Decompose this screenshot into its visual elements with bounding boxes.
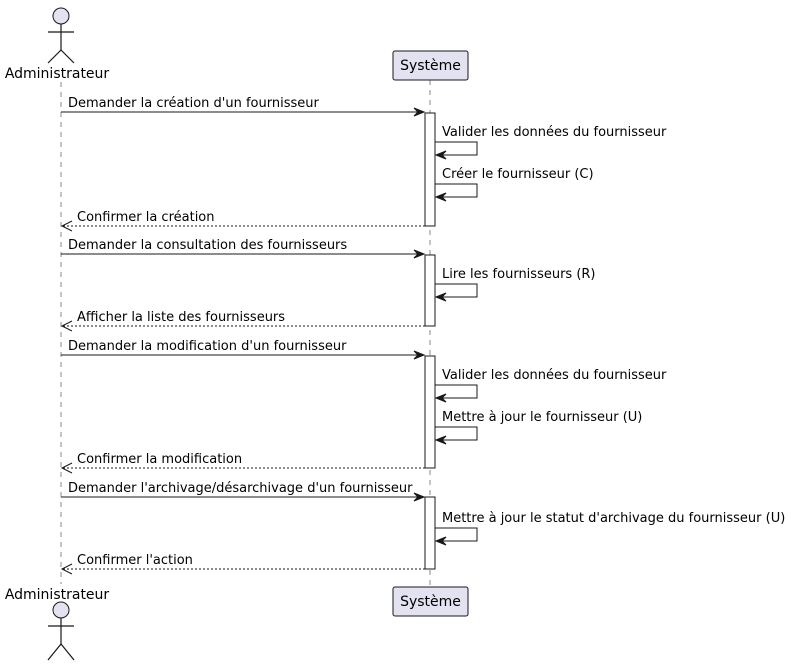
message-line [435, 283, 478, 298]
message-return: Afficher la liste des fournisseurs [60, 310, 425, 332]
system-label-bottom: Système [400, 594, 461, 610]
arrowhead [60, 220, 73, 232]
message-request: Demander la modification d'un fournisseu… [61, 339, 426, 360]
message-request: Demander la création d'un fournisseur [61, 96, 426, 117]
arrowhead [434, 192, 447, 202]
message-request: Demander la consultation des fournisseur… [61, 238, 426, 259]
arrowhead [434, 292, 447, 302]
message-self: Mettre à jour le fournisseur (U) [434, 410, 642, 445]
message-self: Créer le fournisseur (C) [434, 167, 594, 202]
actor-label-top: Administrateur [5, 66, 110, 82]
arrowhead [60, 563, 73, 575]
message-line [435, 527, 478, 542]
message-request: Demander l'archivage/désarchivage d'un f… [61, 481, 426, 502]
message-label: Demander la modification d'un fournisseu… [68, 339, 347, 354]
system-label-top: Système [400, 58, 461, 74]
message-self: Valider les données du fournisseur [434, 125, 667, 160]
actor-figure-top [47, 7, 75, 64]
message-label: Mettre à jour le statut d'archivage du f… [442, 511, 785, 526]
message-label: Afficher la liste des fournisseurs [77, 310, 285, 325]
actor-figure-bottom [47, 601, 75, 661]
arrowhead [60, 320, 73, 332]
message-label: Valider les données du fournisseur [442, 125, 667, 140]
message-return: Confirmer la modification [60, 452, 425, 474]
arrowhead [434, 536, 447, 546]
messages-layer: Demander la création d'un fournisseurVal… [60, 96, 785, 575]
message-label: Valider les données du fournisseur [442, 368, 667, 383]
message-line [435, 183, 478, 198]
arrowhead [434, 150, 447, 160]
system-box-top [392, 50, 469, 81]
message-label: Demander la création d'un fournisseur [68, 96, 319, 111]
message-line [435, 384, 478, 399]
arrowhead [413, 107, 426, 117]
arrowhead [60, 462, 73, 474]
message-self: Lire les fournisseurs (R) [434, 267, 596, 302]
arrowhead [413, 492, 426, 502]
system-box-bottom [392, 586, 469, 617]
activation-bar-archive [424, 496, 436, 570]
arrowhead [413, 249, 426, 259]
message-label: Mettre à jour le fournisseur (U) [442, 410, 642, 425]
message-label: Lire les fournisseurs (R) [442, 267, 596, 282]
activation-bar-create [424, 112, 436, 227]
message-label: Confirmer la création [77, 210, 215, 225]
message-line [435, 426, 478, 441]
activation-bar-update [424, 355, 436, 469]
arrowhead [413, 350, 426, 360]
activation-bar-read [424, 254, 436, 327]
message-label: Créer le fournisseur (C) [442, 167, 594, 182]
message-return: Confirmer l'action [60, 553, 425, 575]
message-self: Mettre à jour le statut d'archivage du f… [434, 511, 785, 546]
message-return: Confirmer la création [60, 210, 425, 232]
message-label: Demander l'archivage/désarchivage d'un f… [68, 481, 413, 496]
message-label: Confirmer la modification [77, 452, 242, 467]
message-label: Confirmer l'action [77, 553, 193, 568]
message-self: Valider les données du fournisseur [434, 368, 667, 403]
actor-label-bottom: Administrateur [5, 587, 110, 603]
arrowhead [434, 393, 447, 403]
arrowhead [434, 435, 447, 445]
message-label: Demander la consultation des fournisseur… [68, 238, 347, 253]
message-line [435, 141, 478, 156]
